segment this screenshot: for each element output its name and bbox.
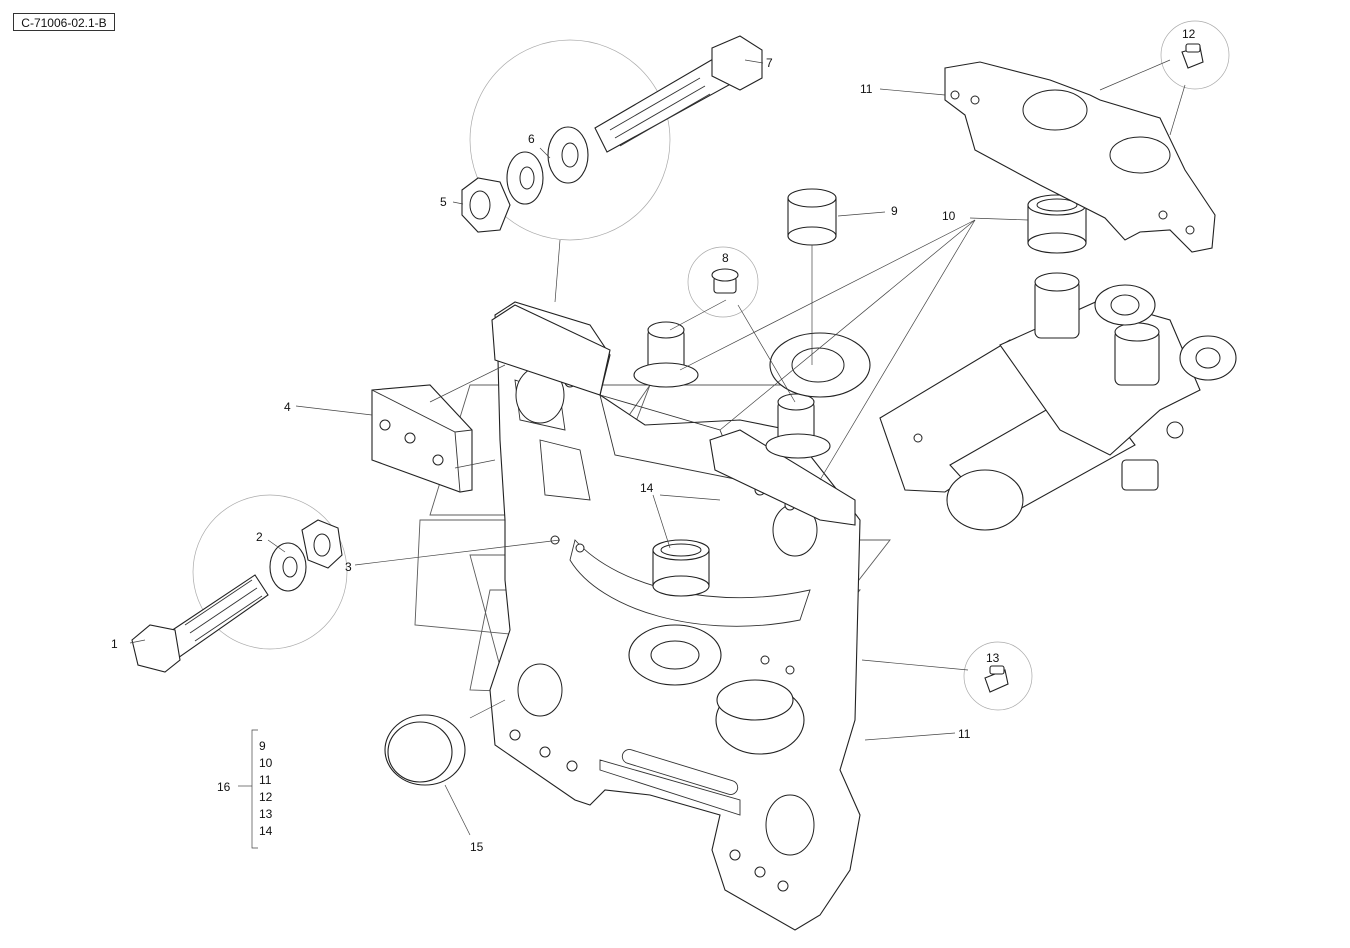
part-12-grease-nipple	[1181, 43, 1204, 69]
part-10-bushing	[1027, 194, 1087, 254]
part-13-grease-nipple	[984, 665, 1009, 693]
part-11-upper-bracket	[944, 61, 1216, 253]
hydraulic-cylinder	[879, 272, 1237, 531]
top-bolt-assembly	[461, 35, 763, 233]
part-8-plug	[711, 268, 739, 294]
kit-list: 9 10 11 12 13 14	[259, 739, 273, 838]
callout-5: 5	[440, 195, 447, 209]
callout-11-lower: 11	[958, 727, 971, 741]
callout-8: 8	[722, 251, 729, 265]
callout-7: 7	[766, 56, 773, 70]
callout-10: 10	[942, 209, 956, 223]
callout-4: 4	[284, 400, 291, 414]
part-9-bushing	[787, 188, 837, 246]
detail-circle-grease-bottom	[963, 641, 1033, 711]
detail-circle-plug	[687, 246, 759, 318]
callout-6: 6	[528, 132, 535, 146]
detail-circle-grease-top	[1160, 20, 1230, 90]
frame-pins	[633, 321, 871, 459]
part-15-cap	[384, 714, 466, 786]
callout-15: 15	[470, 840, 484, 854]
callout-1: 1	[111, 637, 118, 651]
part-14-bushing	[652, 539, 710, 597]
detail-circle-left	[192, 494, 348, 650]
callout-12: 12	[1182, 27, 1196, 41]
drawing-reference: C-71006-02.1-B	[13, 13, 115, 31]
callout-labels: 1 2 3 4 5 6 7 8 9 10 11 11 12 13 14 15 1…	[111, 27, 1196, 854]
callout-16: 16	[217, 780, 231, 794]
leader-lines	[129, 59, 1186, 849]
callout-14: 14	[640, 481, 654, 495]
callout-2: 2	[256, 530, 263, 544]
kit-list-item: 14	[259, 824, 273, 838]
callout-13: 13	[986, 651, 1000, 665]
main-frame	[489, 301, 861, 931]
left-bolt-assembly	[131, 519, 343, 673]
kit-list-item: 12	[259, 790, 273, 804]
kit-list-item: 10	[259, 756, 273, 770]
callout-9: 9	[891, 204, 898, 218]
kit-list-item: 13	[259, 807, 273, 821]
callout-3: 3	[345, 560, 352, 574]
kit-list-item: 11	[259, 773, 272, 787]
kit-list-item: 9	[259, 739, 266, 753]
part-4-plate	[371, 384, 473, 493]
callout-11-upper: 11	[860, 82, 873, 96]
detail-circle-top	[469, 39, 671, 241]
